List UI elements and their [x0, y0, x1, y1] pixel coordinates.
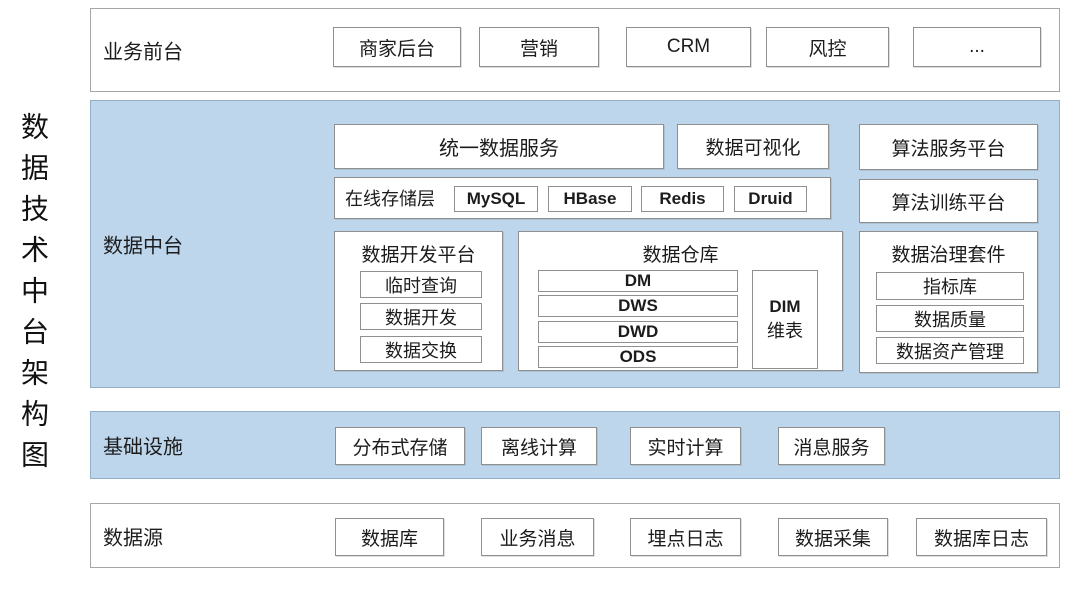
- warehouse-layer-dwd: DWD: [538, 321, 738, 343]
- data-dev-platform-title: 数据开发平台: [361, 245, 476, 266]
- data-warehouse-title: 数据仓库: [642, 245, 719, 266]
- data-dev-platform: 数据开发平台 临时查询 数据开发 数据交换: [334, 231, 503, 371]
- layer-business-front: 业务前台 商家后台 营销 CRM 风控 ...: [90, 8, 1060, 92]
- warehouse-layer-dws: DWS: [538, 295, 738, 317]
- front-box-marketing: 营销: [479, 27, 599, 67]
- storage-box-mysql: MySQL: [454, 186, 538, 212]
- dim-label-line2: 维表: [767, 320, 803, 341]
- dim-label-line1: DIM: [769, 296, 801, 316]
- governance-box-data-quality: 数据质量: [876, 305, 1024, 332]
- data-visualization-box: 数据可视化: [677, 124, 829, 169]
- front-box-crm: CRM: [626, 27, 751, 67]
- warehouse-dim-box: DIM 维表: [752, 270, 818, 369]
- governance-box-metric-library: 指标库: [876, 272, 1024, 300]
- source-box-database-log: 数据库日志: [916, 518, 1047, 556]
- data-warehouse: 数据仓库 DM DWS DWD ODS DIM 维表: [518, 231, 843, 371]
- storage-box-redis: Redis: [641, 186, 724, 212]
- data-governance-suite-title: 数据治理套件: [891, 245, 1006, 266]
- source-box-business-message: 业务消息: [481, 518, 594, 556]
- source-box-data-collection: 数据采集: [778, 518, 888, 556]
- infra-box-offline-compute: 离线计算: [481, 427, 597, 465]
- storage-box-hbase: HBase: [548, 186, 632, 212]
- warehouse-layer-ods: ODS: [538, 346, 738, 368]
- online-storage-layer: 在线存储层 MySQL HBase Redis Druid: [334, 177, 831, 219]
- dev-box-adhoc-query: 临时查询: [360, 271, 482, 298]
- layer-data-source-label: 数据源: [103, 527, 163, 549]
- front-box-ellipsis: ...: [913, 27, 1041, 67]
- layer-infrastructure-label: 基础设施: [103, 436, 183, 459]
- page-title: 数据技术中台架构图: [17, 112, 48, 481]
- governance-box-data-asset-mgmt: 数据资产管理: [876, 337, 1024, 364]
- algo-training-platform-box: 算法训练平台: [859, 179, 1038, 223]
- layer-data-middle-platform: 数据中台 统一数据服务 数据可视化 算法服务平台 在线存储层 MySQL HBa…: [90, 100, 1060, 388]
- front-box-risk-control: 风控: [766, 27, 889, 67]
- algo-service-platform-box: 算法服务平台: [859, 124, 1038, 170]
- infra-box-message-service: 消息服务: [778, 427, 885, 465]
- storage-box-druid: Druid: [734, 186, 807, 212]
- source-box-tracking-log: 埋点日志: [630, 518, 741, 556]
- dev-box-data-dev: 数据开发: [360, 303, 482, 330]
- infra-box-distributed-storage: 分布式存储: [335, 427, 465, 465]
- unified-data-service-box: 统一数据服务: [334, 124, 664, 169]
- data-governance-suite: 数据治理套件 指标库 数据质量 数据资产管理: [859, 231, 1038, 373]
- source-box-database: 数据库: [335, 518, 444, 556]
- layer-data-source: 数据源 数据库 业务消息 埋点日志 数据采集 数据库日志: [90, 503, 1060, 568]
- layer-data-middle-platform-label: 数据中台: [103, 235, 183, 258]
- layer-infrastructure: 基础设施 分布式存储 离线计算 实时计算 消息服务: [90, 411, 1060, 479]
- warehouse-layer-dm: DM: [538, 270, 738, 292]
- online-storage-layer-label: 在线存储层: [345, 189, 435, 209]
- dev-box-data-exchange: 数据交换: [360, 336, 482, 363]
- layer-business-front-label: 业务前台: [103, 41, 183, 64]
- infra-box-realtime-compute: 实时计算: [630, 427, 741, 465]
- front-box-merchant-backend: 商家后台: [333, 27, 461, 67]
